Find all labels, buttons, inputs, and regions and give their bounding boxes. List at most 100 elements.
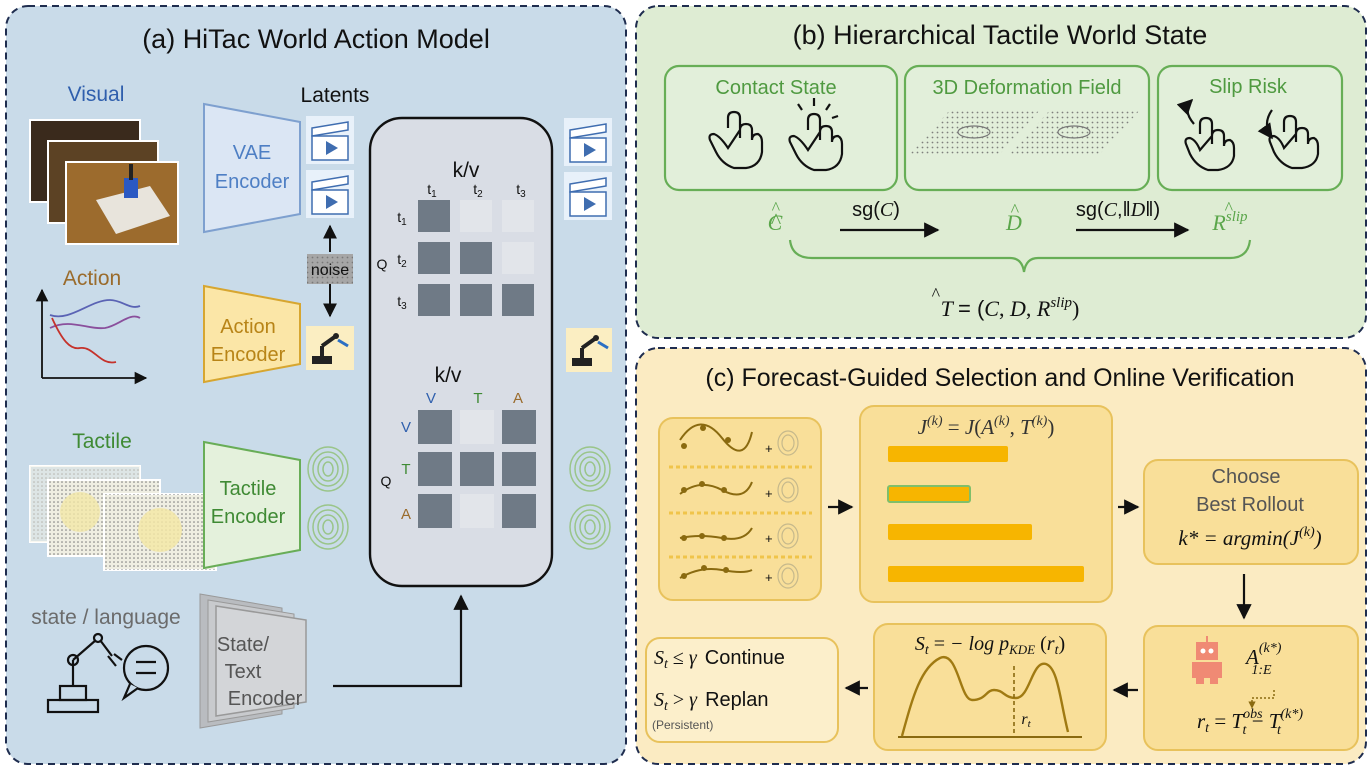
choose-formula: k* = argmin(J(k)) (1178, 525, 1321, 550)
tactile-image-stack (29, 465, 217, 571)
panel-b-title: (b) Hierarchical Tactile World State (793, 20, 1208, 50)
attn-bottom-row-t: T (401, 461, 410, 478)
attn-top-col-2: t2 (473, 181, 483, 200)
attn-top-col-1: t1 (427, 181, 437, 200)
attn-top-row-3: t3 (397, 293, 407, 312)
svg-text:+: + (765, 486, 773, 501)
state-language-label: state / language (31, 606, 180, 629)
slip-finger-icon (1176, 98, 1236, 172)
noise-label: noise (311, 262, 349, 279)
attn-bottom-cell-0-1 (460, 410, 494, 444)
tactile-encoder-label-2: Encoder (211, 506, 286, 528)
action-encoder: Action Encoder (203, 284, 301, 384)
svg-text:+: + (765, 570, 773, 585)
video-latent-icon (306, 170, 354, 218)
robot-icon (1192, 636, 1222, 684)
symbol-d: D (1005, 210, 1022, 235)
contact-state-box (663, 64, 899, 192)
contact-state-label: Contact State (715, 77, 836, 99)
panel-c-title: (c) Forecast-Guided Selection and Online… (705, 364, 1294, 392)
attn-bottom-cell-0-2 (502, 410, 536, 444)
attn-top-q: Q (377, 256, 388, 272)
attn-bottom-col-v: V (426, 390, 436, 407)
deformation-mesh-right (1010, 110, 1140, 154)
modality-attention-mask: k/v V T A V T A Q (381, 364, 536, 528)
svg-text:+: + (765, 531, 773, 546)
attn-top-cell-0-0 (418, 200, 450, 232)
attn-bottom-cell-1-0 (418, 452, 452, 486)
tactile-encoder-label-1: Tactile (220, 478, 277, 500)
slip-risk-box (1156, 64, 1344, 192)
tactile-label: Tactile (72, 430, 132, 453)
attn-bottom-cell-0-0 (418, 410, 452, 444)
attn-top-col-3: t3 (516, 181, 526, 200)
attn-bottom-title: k/v (435, 364, 462, 387)
temporal-attention-mask: k/v t1 t2 t3 t1 t2 t3 Q (377, 159, 534, 316)
rollout-4: + (679, 563, 799, 589)
symbol-c: C (768, 210, 783, 235)
choose-label-2: Best Rollout (1196, 494, 1304, 516)
attn-bottom-cell-1-2 (502, 452, 536, 486)
attn-top-cell-0-2 (502, 200, 534, 232)
score-box (873, 623, 1107, 751)
slip-finger-icon (1257, 109, 1320, 170)
symbol-r: Rslip (1211, 209, 1248, 235)
rollout-3: + (679, 523, 799, 549)
vae-encoder-label-1: VAE (233, 142, 272, 164)
objective-bar-4 (888, 566, 1084, 582)
fingerprint-output-icon (569, 446, 611, 492)
deformation-mesh-left (910, 110, 1040, 154)
state-to-transformer-arrow (333, 594, 469, 688)
video-output-icon (564, 172, 612, 220)
state-formula-hat: ^ (931, 284, 940, 304)
panel-a-title: (a) HiTac World Action Model (142, 24, 490, 54)
latents-label: Latents (301, 84, 370, 107)
action-encoder-label-1: Action (220, 316, 276, 338)
kde-density-curve: rt (898, 656, 1082, 738)
visual-image-stack (29, 119, 179, 245)
attn-bottom-row-a: A (401, 506, 411, 523)
visual-label: Visual (68, 83, 125, 106)
rollout-1: + (679, 423, 799, 456)
action-plot (35, 288, 148, 385)
attn-top-cell-2-2 (502, 284, 534, 316)
robot-arm-output-icon (566, 328, 612, 372)
score-formula: St = − log pKDE (rt) (915, 633, 1065, 658)
attn-bottom-cell-1-1 (460, 452, 494, 486)
objective-bar-1 (888, 446, 1008, 462)
slip-risk-label: Slip Risk (1209, 76, 1288, 98)
attn-top-cell-2-1 (460, 284, 492, 316)
attn-top-row-2: t2 (397, 251, 407, 270)
deformation-field-label: 3D Deformation Field (933, 77, 1122, 99)
symbol-c-hat: ^ (770, 208, 781, 233)
attn-bottom-cell-2-1 (460, 494, 494, 528)
sg-cd-label: sg(C,‖D‖) (1076, 199, 1160, 221)
action-symbol: A(k*)1:E (1244, 641, 1282, 678)
vae-encoder: VAE Encoder (203, 102, 301, 234)
attn-bottom-q: Q (381, 473, 392, 489)
attn-top-title: k/v (453, 159, 480, 182)
finger-touch-icon (708, 110, 764, 170)
fingerprint-icon (307, 504, 349, 550)
vae-encoder-label-2: Encoder (215, 171, 290, 193)
symbol-c-hat-mark: ^ (771, 198, 780, 218)
finger-tap-icon (788, 98, 844, 172)
objective-bar-3 (888, 524, 1032, 540)
objective-bars (887, 446, 1084, 582)
attn-top-row-1: t1 (397, 209, 407, 228)
attn-bottom-cell-2-0 (418, 494, 452, 528)
robot-arm-latent-icon (306, 326, 354, 370)
fingerprint-icon (307, 446, 349, 492)
attn-bottom-col-a: A (513, 390, 523, 407)
attn-top-cell-2-0 (418, 284, 450, 316)
video-latent-icon (306, 116, 354, 164)
objective-bar-2 (887, 485, 971, 503)
state-encoder-label-2: Text (225, 661, 262, 683)
state-text-encoder: State/ Text Encoder (199, 593, 307, 729)
svg-text:+: + (765, 441, 773, 456)
attn-bottom-col-t: T (473, 390, 482, 407)
chat-bubble-icon (121, 644, 170, 702)
state-encoder-label-1: State/ (217, 634, 270, 656)
